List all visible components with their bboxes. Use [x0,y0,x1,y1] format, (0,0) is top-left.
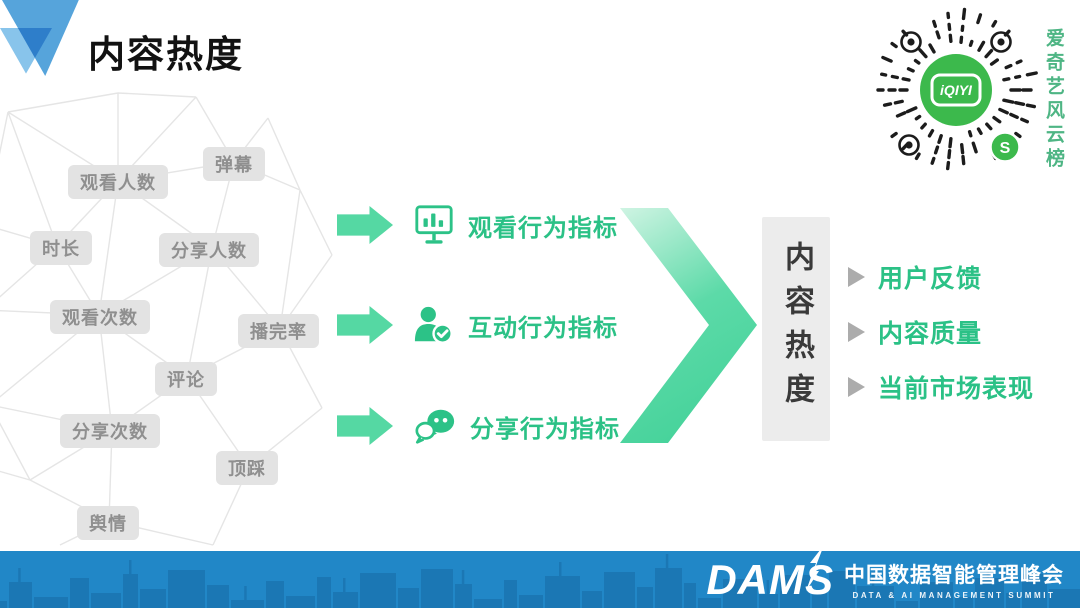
metric-chip: 评论 [155,362,217,396]
iqiyi-logo: iQIYI [920,54,992,126]
dams-logo: DAMS [706,545,834,608]
qr-rays [876,7,1038,171]
footer-title-cn: 中国数据智能管理峰会 [844,564,1064,587]
blue-triangles-logo [0,0,96,86]
qr-eye-icon [900,31,922,53]
mini-program-icon: S [989,131,1021,163]
metric-chip: 分享人数 [159,233,259,267]
outcome-item: 用户反馈 [848,261,982,293]
chart-board-icon [415,205,453,244]
outcome-item: 内容质量 [848,316,982,348]
mesh-network [0,92,333,546]
outcome-item: 当前市场表现 [848,371,1034,403]
mesh-lines [0,92,333,546]
metric-chip: 观看人数 [68,165,168,199]
outcome-label: 当前市场表现 [878,375,1035,403]
metric-chip: 顶踩 [216,451,278,485]
metric-chip: 观看次数 [50,300,150,334]
indicator-row: 分享行为指标 [337,404,620,448]
footer-brand: DAMS 中国数据智能管理峰会 DATA & AI MANAGEMENT SUM… [706,545,1064,608]
lightning-icon [806,545,824,591]
user-check-icon [414,306,453,344]
right-arrow-icon [337,306,393,344]
big-chevron-icon [620,208,757,443]
right-arrow-icon [337,407,393,445]
page-title: 内容热度 [88,34,244,75]
triangle-bullet-icon [848,377,865,397]
metric-chip: 舆情 [77,506,139,540]
svg-text:S: S [1000,140,1011,157]
result-label: 内容热度 [780,241,813,417]
indicator-row: 互动行为指标 [337,303,618,347]
right-arrow-icon [337,206,393,244]
metric-chip: 分享次数 [60,414,160,448]
indicator-row: 观看行为指标 [337,203,618,247]
metric-chip: 播完率 [238,314,319,348]
metric-chip: 时长 [30,231,92,265]
footer-skyline [0,554,1080,608]
outcome-label: 用户反馈 [878,265,983,293]
indicator-label: 分享行为指标 [470,415,620,443]
indicator-label: 观看行为指标 [468,214,618,242]
metric-chip: 弹幕 [203,147,265,181]
footer-banner: DAMS 中国数据智能管理峰会 DATA & AI MANAGEMENT SUM… [0,545,1080,608]
qr-eye-icon [990,31,1012,53]
qr-code: iQIYI S [876,7,1038,171]
footer-subtitle-en: DATA & AI MANAGEMENT SUMMIT [852,591,1056,600]
outcome-label: 内容质量 [878,320,983,348]
indicator-label: 互动行为指标 [468,314,618,342]
svg-text:iQIYI: iQIYI [940,82,973,98]
footer-titles: 中国数据智能管理峰会 DATA & AI MANAGEMENT SUMMIT [844,559,1064,600]
qr-eye-icon [898,134,920,156]
qr-caption: 爱奇艺风云榜 [1043,28,1064,172]
triangle-bullet-icon [848,322,865,342]
triangle-bullet-icon [848,267,865,287]
chat-bubbles-icon [415,409,455,444]
result-box: 内容热度 [762,217,830,441]
